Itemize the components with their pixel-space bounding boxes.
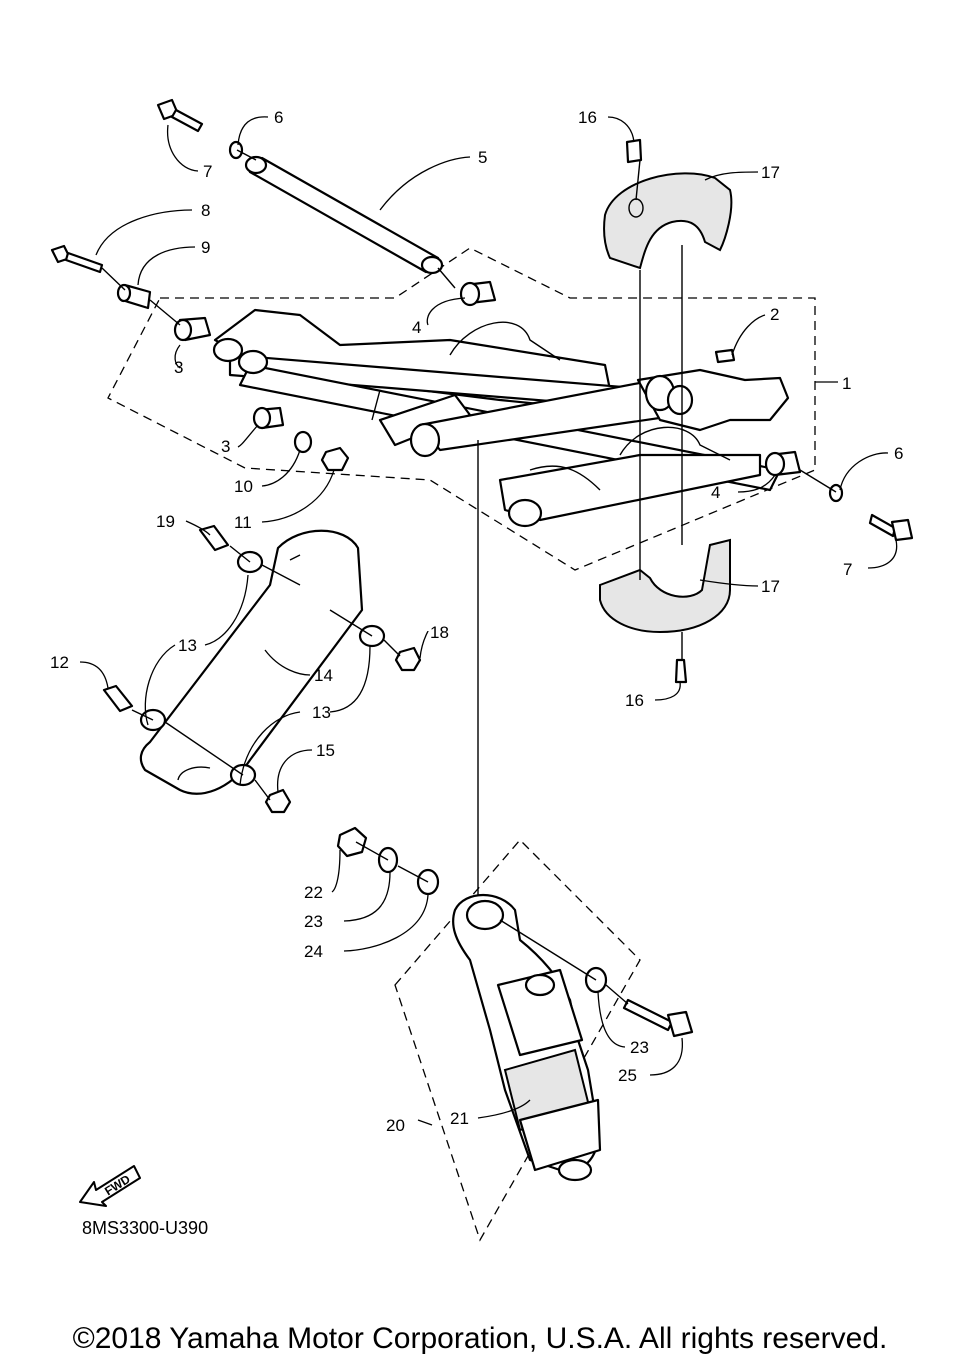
shock-absorber-20 [452,893,602,1182]
callout-20: 20 [386,1116,405,1135]
fwd-arrow-icon: FWD [79,1165,141,1207]
nut-22 [336,826,368,858]
callout-18: 18 [430,623,449,642]
callout-10: 10 [234,477,253,496]
nut-15 [264,788,292,814]
callout-16-lower: 16 [625,691,644,710]
clip-6-lower [828,483,844,503]
callout-4-lower: 4 [711,483,720,502]
copyright-notice: ©2018 Yamaha Motor Corporation, U.S.A. A… [72,1322,888,1355]
bolt-19 [198,524,230,552]
callout-6-lower: 6 [894,444,903,463]
callout-15: 15 [316,741,335,760]
bolt-7-lower [868,513,914,542]
callout-14: 14 [314,666,333,685]
callout-7-upper: 7 [203,162,212,181]
grease-nipple-2 [714,348,736,364]
washer-10 [293,430,313,454]
bolt-12 [102,684,134,713]
callout-6-upper: 6 [274,108,283,127]
callout-11: 11 [234,513,252,532]
screw-16-upper [625,138,643,164]
callout-5: 5 [478,148,487,167]
callout-3-lower: 3 [221,437,230,456]
bolt-25 [622,998,694,1038]
nut-11 [320,446,350,472]
bolt-7-upper [156,98,204,133]
callout-19: 19 [156,512,175,531]
bushing-4-lower [764,450,802,477]
shaft-5 [244,155,444,275]
callout-16-upper: 16 [578,108,597,127]
callout-13-a: 13 [178,636,197,655]
callout-1: 1 [842,374,851,393]
reference-code: 8MS3300-U390 [82,1218,209,1238]
callout-24: 24 [304,942,323,961]
bushing-3-lower [252,406,285,430]
bolt-8 [50,244,104,274]
swing-arm-1 [212,308,790,528]
callout-25: 25 [618,1066,637,1085]
cover-17-lower [599,538,731,634]
callout-21: 21 [450,1109,469,1128]
callout-3-upper: 3 [174,358,183,377]
callout-leaders [79,116,898,1126]
callout-7-lower: 7 [843,560,852,579]
callout-8: 8 [201,201,210,220]
callout-17-lower: 17 [761,577,780,596]
bushing-3-upper [173,316,212,342]
callout-23-upper: 23 [304,912,323,931]
nut-18 [394,646,422,672]
bushing-4-upper [459,280,497,307]
callout-22: 22 [304,883,323,902]
callout-labels: 1 2 3 3 4 4 5 6 6 7 7 8 9 10 11 12 13 13… [50,108,903,1135]
callout-13-b: 13 [312,703,331,722]
callout-23-lower: 23 [630,1038,649,1057]
cover-17-upper [603,172,733,270]
spacer-9 [116,283,152,310]
arm-assembly-boundary [107,247,816,571]
strap-14 [139,529,364,795]
callout-12: 12 [50,653,69,672]
screw-16-lower [674,658,688,684]
clip-6-upper [228,140,244,160]
callout-17-upper: 17 [761,163,780,182]
callout-9: 9 [201,238,210,257]
callout-4-upper: 4 [412,318,421,337]
callout-2: 2 [770,305,779,324]
